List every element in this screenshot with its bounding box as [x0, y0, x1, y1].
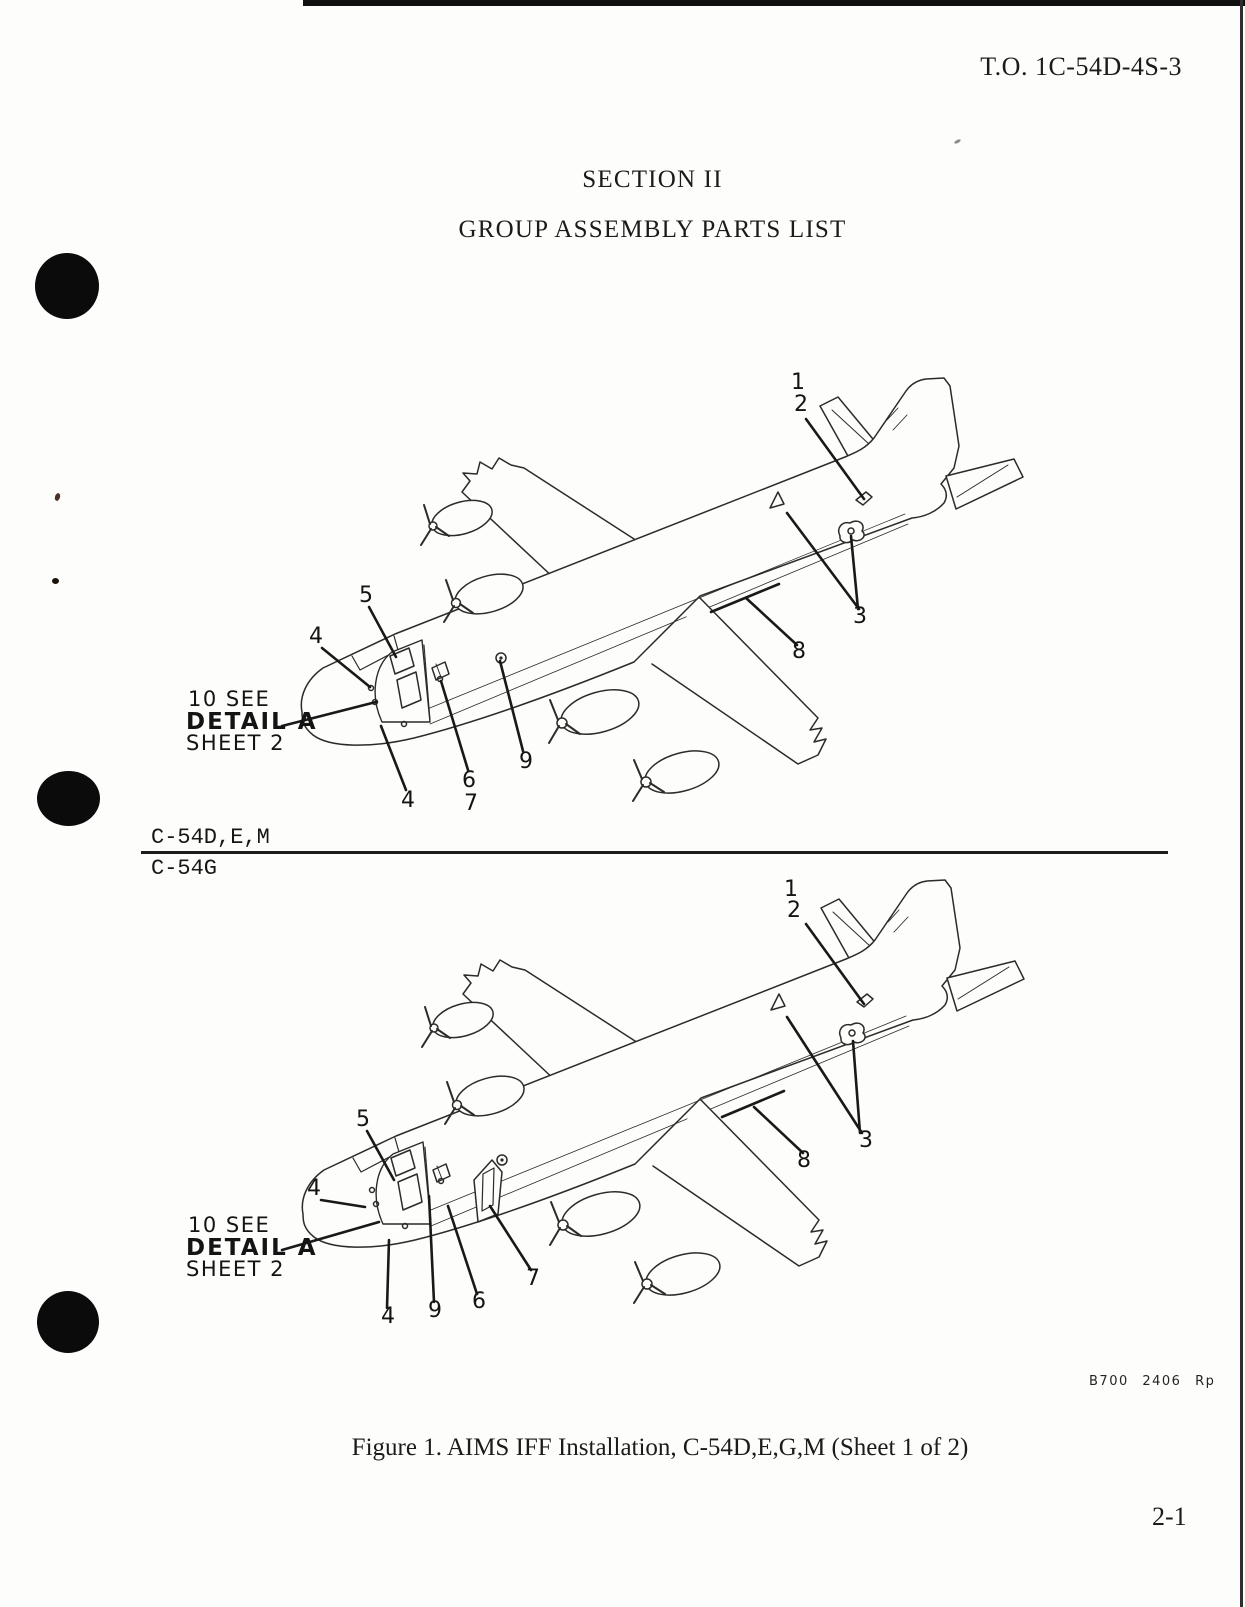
- leader-8: [752, 1105, 805, 1155]
- callout-3: 3: [853, 604, 867, 629]
- leader-4-upper: [319, 1198, 367, 1209]
- leader-7: [488, 1204, 533, 1272]
- detail-note-line-3: SHEET 2: [186, 731, 285, 755]
- callout-9: 9: [428, 1298, 442, 1323]
- leader-2: [804, 922, 866, 1006]
- callout-4-upper: 4: [307, 1176, 321, 1201]
- figure-caption: Figure 1. AIMS IFF Installation, C-54D,E…: [351, 1434, 969, 1461]
- callout-6: 6: [472, 1289, 486, 1314]
- punch-hole: [37, 1291, 99, 1353]
- callout-5: 5: [356, 1107, 370, 1132]
- callout-7: 7: [526, 1266, 540, 1291]
- leader-6-7: [439, 679, 470, 772]
- aircraft-drawing-c54g: [301, 879, 1025, 1304]
- leader-4-lower: [379, 724, 408, 792]
- detail-note-line-2: DETAIL A: [186, 1235, 318, 1261]
- callout-7: 7: [464, 791, 478, 816]
- leader-9: [427, 1194, 436, 1304]
- callout-8: 8: [797, 1148, 811, 1173]
- leader-detail-a: [280, 1220, 381, 1252]
- callout-2: 2: [787, 898, 801, 923]
- model-label-c54g: C-54G: [151, 856, 218, 881]
- scan-edge-top: [303, 0, 1245, 6]
- section-subtitle: GROUP ASSEMBLY PARTS LIST: [458, 216, 847, 243]
- leader-4-upper: [320, 646, 372, 689]
- wire-antenna: [709, 582, 781, 614]
- callout-1: 1: [784, 877, 798, 902]
- detail-note-line-2: DETAIL A: [186, 709, 318, 735]
- model-divider-rule: [141, 851, 1168, 854]
- leader-3b: [785, 1015, 864, 1135]
- leader-3a: [849, 534, 860, 611]
- section-title: SECTION II: [582, 166, 723, 193]
- callout-2: 2: [794, 392, 808, 417]
- technical-order-number: T.O. 1C-54D-4S-3: [980, 52, 1182, 81]
- leader-5: [365, 1129, 396, 1182]
- punch-hole: [37, 771, 100, 826]
- callout-6: 6: [462, 768, 476, 793]
- scan-edge-right: [1240, 0, 1243, 1607]
- leader-detail-a: [280, 700, 378, 728]
- callout-4-lower: 4: [401, 788, 415, 813]
- leader-8: [744, 596, 799, 647]
- callout-9: 9: [519, 749, 533, 774]
- leader-2: [804, 417, 866, 501]
- leader-3a: [851, 1039, 862, 1135]
- model-label-c54dem: C-54D,E,M: [151, 825, 270, 850]
- wire-antenna: [720, 1089, 786, 1119]
- page-number: 2-1: [1152, 1502, 1187, 1531]
- scan-speck: [52, 578, 59, 584]
- leader-9: [498, 659, 525, 753]
- aircraft-drawing-c54dem: [300, 377, 1024, 802]
- callout-5: 5: [359, 583, 373, 608]
- detail-note-line-1: 10 SEE: [188, 1213, 270, 1237]
- callout-8: 8: [792, 639, 806, 664]
- leader-5: [367, 605, 398, 659]
- leader-3b: [785, 511, 861, 611]
- callout-4-lower: 4: [381, 1304, 395, 1329]
- callout-4-upper: 4: [309, 624, 323, 649]
- plate-number: B700 2406 Rp: [1089, 1374, 1216, 1389]
- detail-note-line-3: SHEET 2: [186, 1257, 285, 1281]
- detail-note-line-1: 10 SEE: [188, 687, 270, 711]
- leader-6: [446, 1204, 479, 1296]
- callout-3: 3: [859, 1128, 873, 1153]
- equipment-rack-panel: [473, 1159, 503, 1223]
- leader-4-lower: [385, 1238, 391, 1310]
- punch-hole: [35, 253, 99, 319]
- callout-1: 1: [791, 370, 805, 395]
